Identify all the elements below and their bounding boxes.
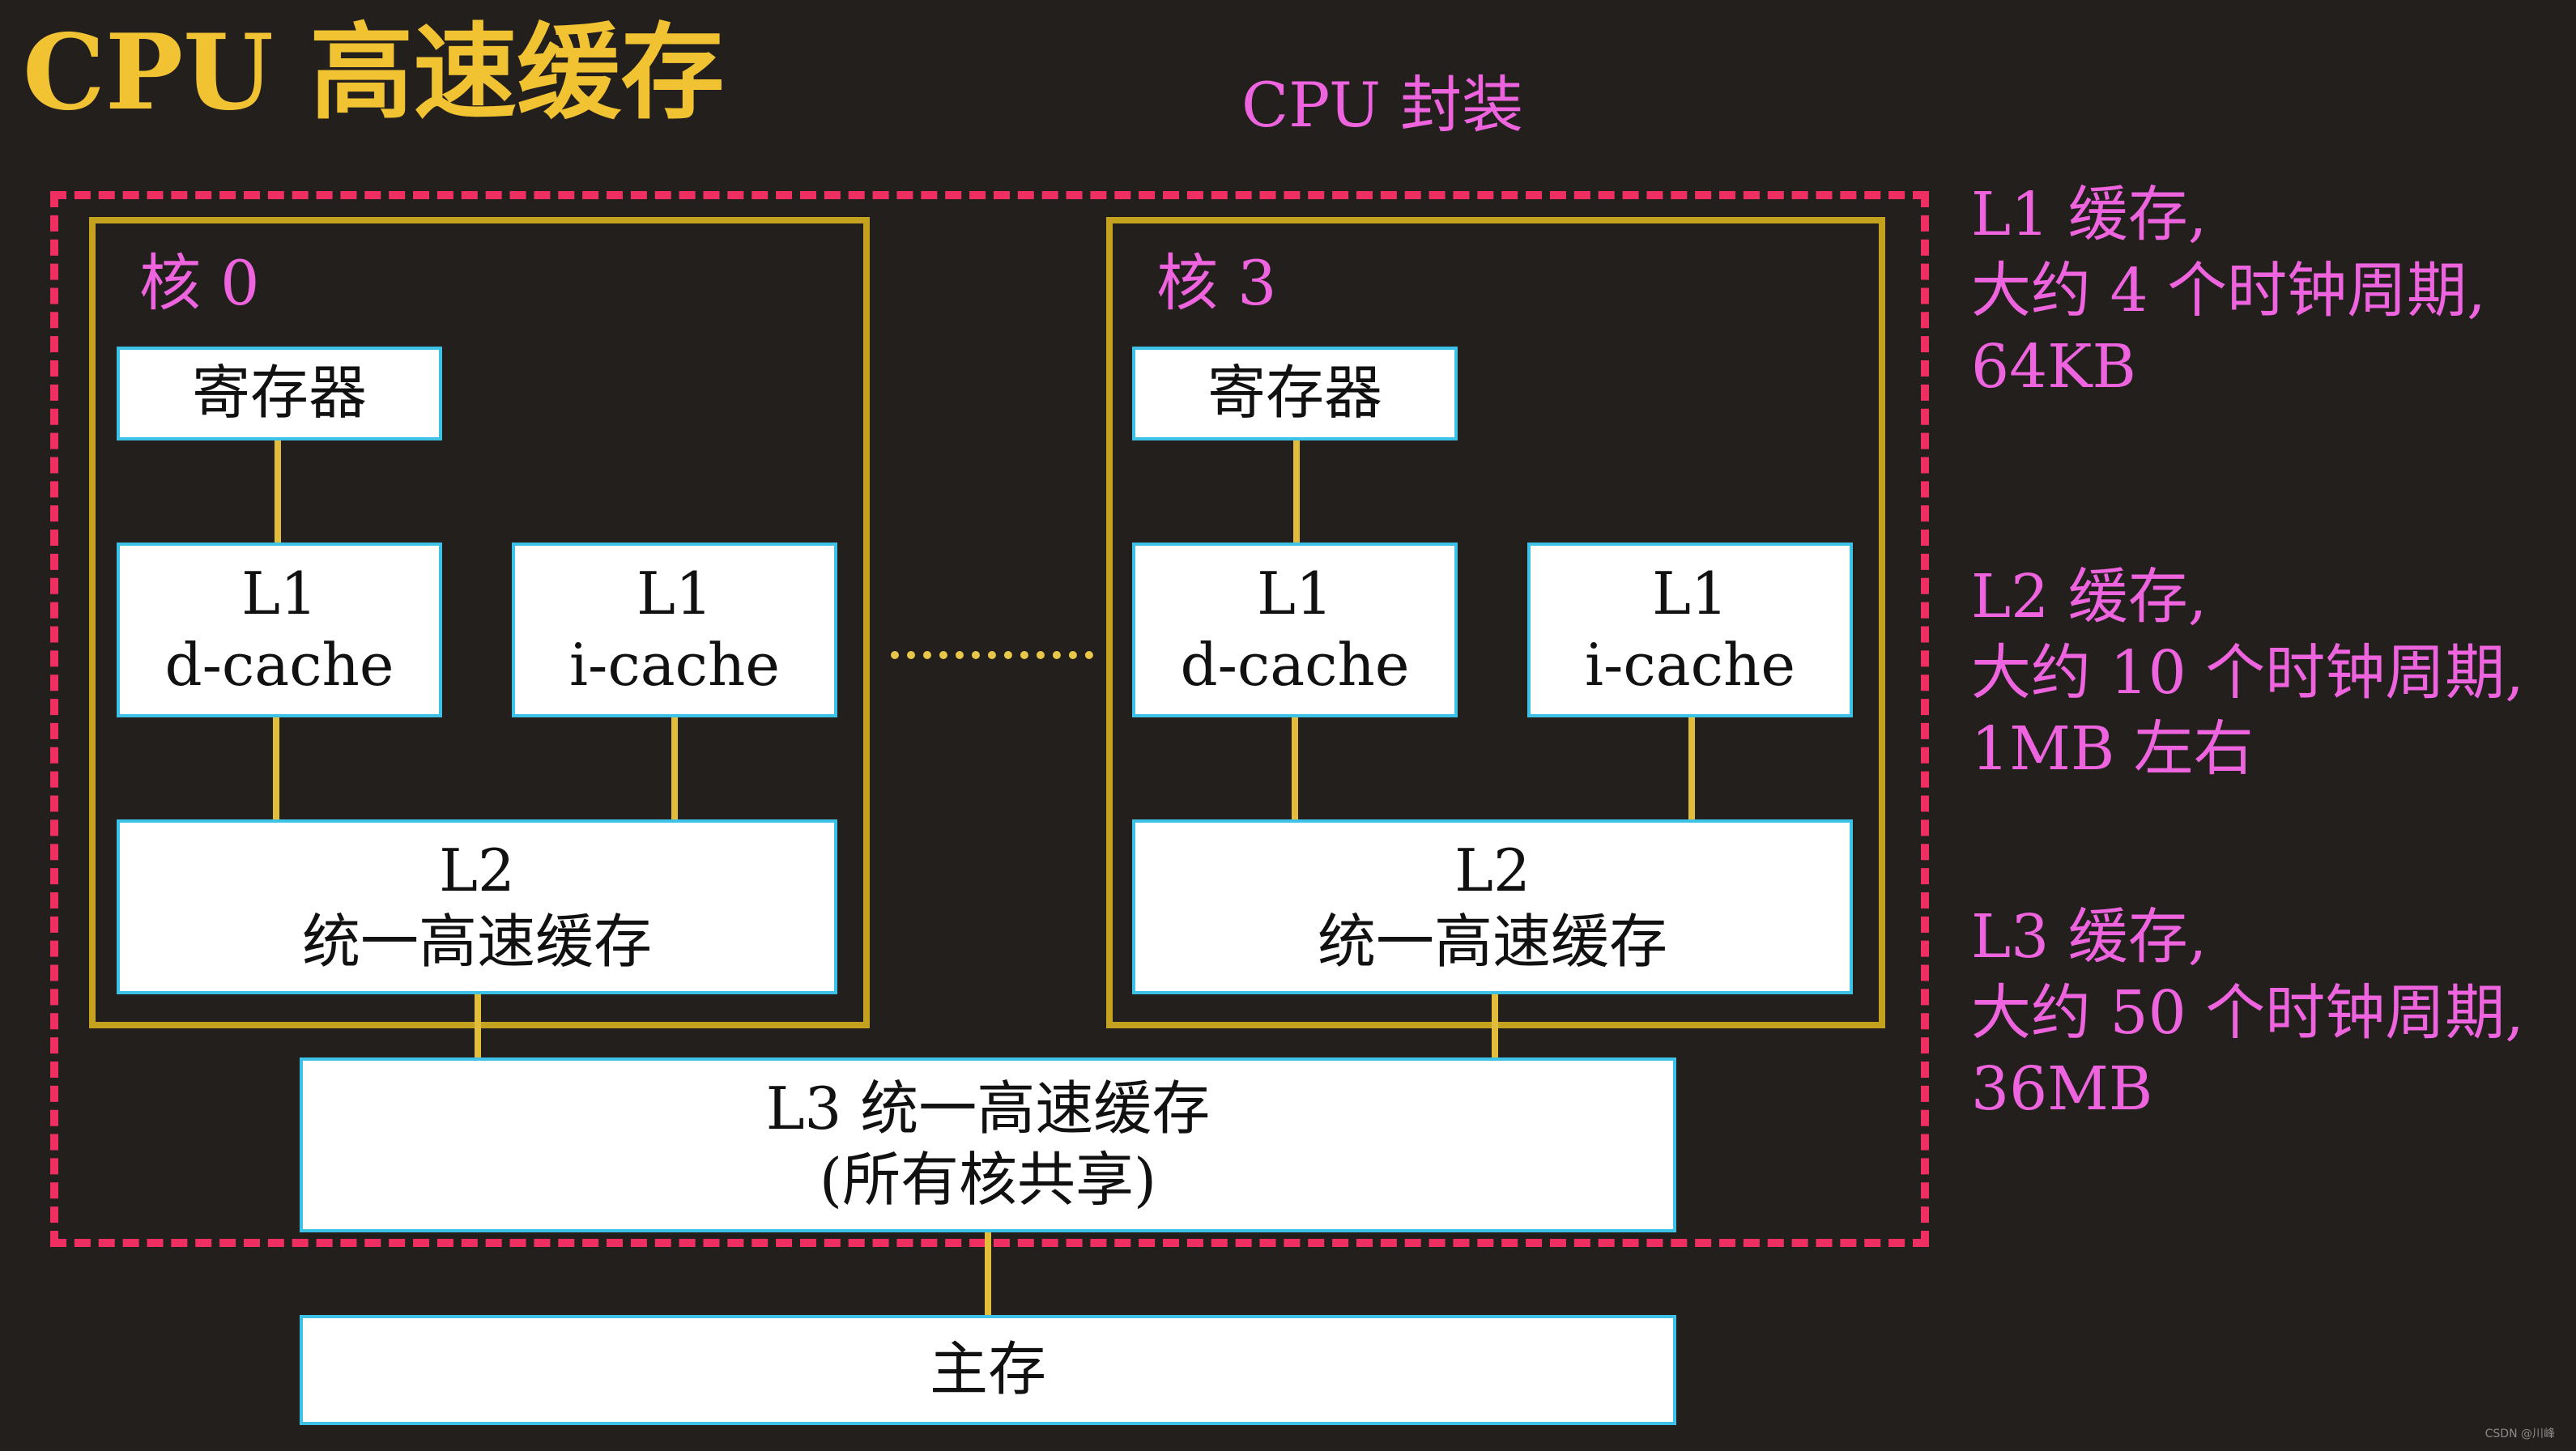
core-0-icache-to-l2-connector xyxy=(671,717,678,819)
diagram-title: CPU 高速缓存 xyxy=(23,12,725,134)
l2-note-line2: 大约 10 个时钟周期, xyxy=(1971,638,2524,708)
core-0-l2-line1: L2 xyxy=(439,836,515,905)
core-3-l1-dcache: L1 d-cache xyxy=(1132,543,1458,717)
core-0-l2-to-l3-connector xyxy=(475,994,481,1057)
main-memory-label: 主存 xyxy=(929,1335,1046,1404)
l2-note-line3: 1MB 左右 xyxy=(1971,714,2254,784)
main-memory: 主存 xyxy=(300,1315,1676,1425)
core-0-register-label: 寄存器 xyxy=(191,359,367,428)
l3-line2: (所有核共享) xyxy=(819,1146,1157,1214)
l1-note-line2: 大约 4 个时钟周期, xyxy=(1971,256,2486,326)
l3-note-line3: 36MB xyxy=(1971,1054,2153,1124)
core-3-l2-line1: L2 xyxy=(1454,836,1531,905)
core-3-register-to-dcache-connector xyxy=(1293,440,1300,543)
core-3-l1-dcache-line1: L1 xyxy=(1257,560,1333,628)
core-0-register-to-dcache-connector xyxy=(275,440,281,543)
core-0-l1-dcache-line1: L1 xyxy=(241,560,317,628)
core-3-l1-icache: L1 i-cache xyxy=(1527,543,1853,717)
l3-note: L3 缓存, 大约 50 个时钟周期, 36MB xyxy=(1971,899,2524,1127)
l1-note: L1 缓存, 大约 4 个时钟周期, 64KB xyxy=(1971,177,2486,405)
core-0-label: 核 0 xyxy=(139,247,260,319)
l2-note: L2 缓存, 大约 10 个时钟周期, 1MB 左右 xyxy=(1971,559,2524,787)
core-0-dcache-to-l2-connector xyxy=(273,717,279,819)
core-3-dcache-to-l2-connector xyxy=(1292,717,1298,819)
core-3-l2-line2: 统一高速缓存 xyxy=(1317,908,1667,976)
core-0-l1-icache-line2: i-cache xyxy=(569,631,780,699)
l3-note-line1: L3 缓存, xyxy=(1971,902,2208,972)
core-0-l2-line2: 统一高速缓存 xyxy=(301,908,652,976)
core-3-l1-icache-line1: L1 xyxy=(1652,560,1728,628)
l1-note-line3: 64KB xyxy=(1971,332,2136,402)
watermark: CSDN @川峰 xyxy=(2484,1428,2555,1440)
l2-note-line1: L2 缓存, xyxy=(1971,562,2208,632)
core-3-l1-icache-line2: i-cache xyxy=(1585,631,1795,699)
core-3-l1-dcache-line2: d-cache xyxy=(1180,631,1410,699)
core-3-l2-cache: L2 统一高速缓存 xyxy=(1132,819,1853,994)
core-0-l1-dcache: L1 d-cache xyxy=(117,543,442,717)
core-3-register: 寄存器 xyxy=(1132,347,1458,440)
l1-note-line1: L1 缓存, xyxy=(1971,180,2208,249)
core-3-register-label: 寄存器 xyxy=(1207,359,1382,428)
core-3-label: 核 3 xyxy=(1156,247,1277,319)
core-0-l1-icache: L1 i-cache xyxy=(512,543,837,717)
core-0-l2-cache: L2 统一高速缓存 xyxy=(117,819,837,994)
core-3-icache-to-l2-connector xyxy=(1688,717,1695,819)
core-3-l2-to-l3-connector xyxy=(1492,994,1498,1057)
core-0-l1-icache-line1: L1 xyxy=(637,560,713,628)
cpu-package-label: CPU 封装 xyxy=(1241,69,1524,141)
l3-cache: L3 统一高速缓存 (所有核共享) xyxy=(300,1057,1676,1232)
l3-line1: L3 统一高速缓存 xyxy=(765,1074,1211,1143)
cores-ellipsis xyxy=(891,651,1093,659)
core-0-l1-dcache-line2: d-cache xyxy=(164,631,394,699)
l3-note-line2: 大约 50 个时钟周期, xyxy=(1971,978,2524,1048)
core-0-register: 寄存器 xyxy=(117,347,442,440)
l3-to-main-memory-connector xyxy=(985,1232,991,1315)
